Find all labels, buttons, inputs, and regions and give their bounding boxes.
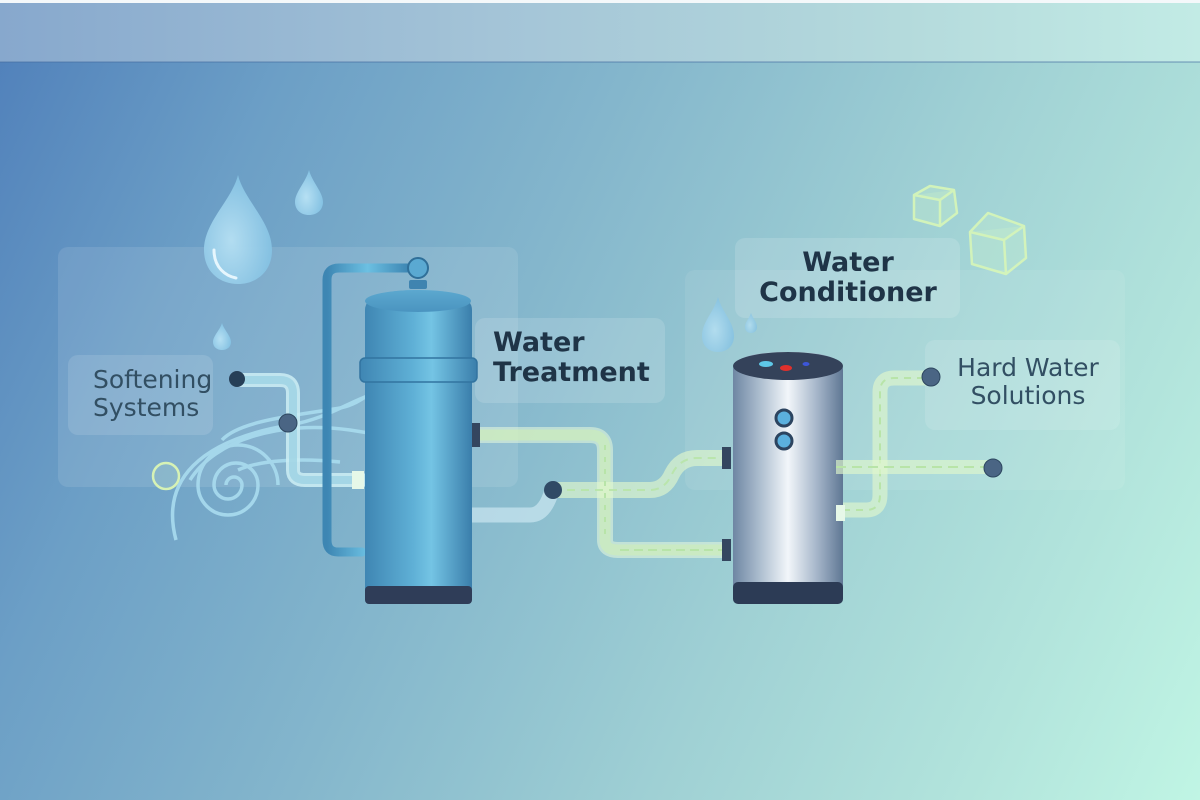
connector-node-icon	[983, 458, 1003, 478]
label-line: Treatment	[493, 357, 650, 389]
label-line: Solutions	[970, 381, 1086, 410]
label-line: Softening	[93, 365, 213, 394]
label-softening-systems: Softening Systems	[93, 366, 212, 422]
bg-panel-conditioner	[735, 238, 960, 318]
top-header-band	[0, 0, 1200, 63]
bg-panel-softening	[68, 355, 213, 435]
label-water-treatment: Water Treatment	[493, 327, 650, 389]
pipe-center-connectors	[472, 427, 722, 558]
steel-conditioner-tank	[733, 352, 843, 604]
ring-icon	[151, 461, 181, 491]
label-line: Conditioner	[759, 277, 937, 309]
water-droplet-icon-tiny	[213, 323, 231, 350]
connector-node-icon	[229, 371, 245, 387]
blue-feed-pipe	[322, 263, 413, 557]
conditioner-inlet-port	[722, 447, 731, 469]
blue-treatment-tank	[359, 290, 480, 604]
pipe-softening-connector	[231, 373, 369, 487]
gauge-dial-icon	[774, 431, 794, 451]
indicator-light-red	[780, 365, 792, 371]
gauge-dial-icon	[774, 408, 794, 428]
pipe-valve-icon	[407, 257, 429, 279]
label-line: Water	[493, 327, 585, 358]
water-droplet-icon-small	[295, 170, 323, 215]
water-droplet-icon-mid	[702, 297, 757, 352]
bg-panel-hardwater	[925, 340, 1120, 430]
pipe-fitting	[352, 471, 364, 489]
label-water-conditioner: Water Conditioner	[758, 247, 938, 309]
conditioner-outlet-port	[722, 539, 731, 561]
connector-node-icon	[921, 367, 941, 387]
crystal-cube-icon	[912, 184, 1028, 276]
label-line: Hard Water	[957, 353, 1099, 382]
pipe-right-connectors	[836, 370, 993, 518]
bg-panel-treatment	[475, 318, 665, 403]
indicator-light-cyan	[759, 361, 773, 367]
valve-stem	[409, 280, 427, 289]
label-line: Systems	[93, 393, 200, 422]
indicator-light-blue	[802, 362, 810, 366]
connector-node-icon	[278, 413, 298, 433]
water-droplet-icon-large	[204, 175, 272, 284]
pipe-fitting	[836, 505, 845, 521]
connector-node-icon	[544, 481, 562, 499]
label-hard-water-solutions: Hard Water Solutions	[956, 354, 1100, 410]
label-line: Water	[802, 247, 894, 278]
